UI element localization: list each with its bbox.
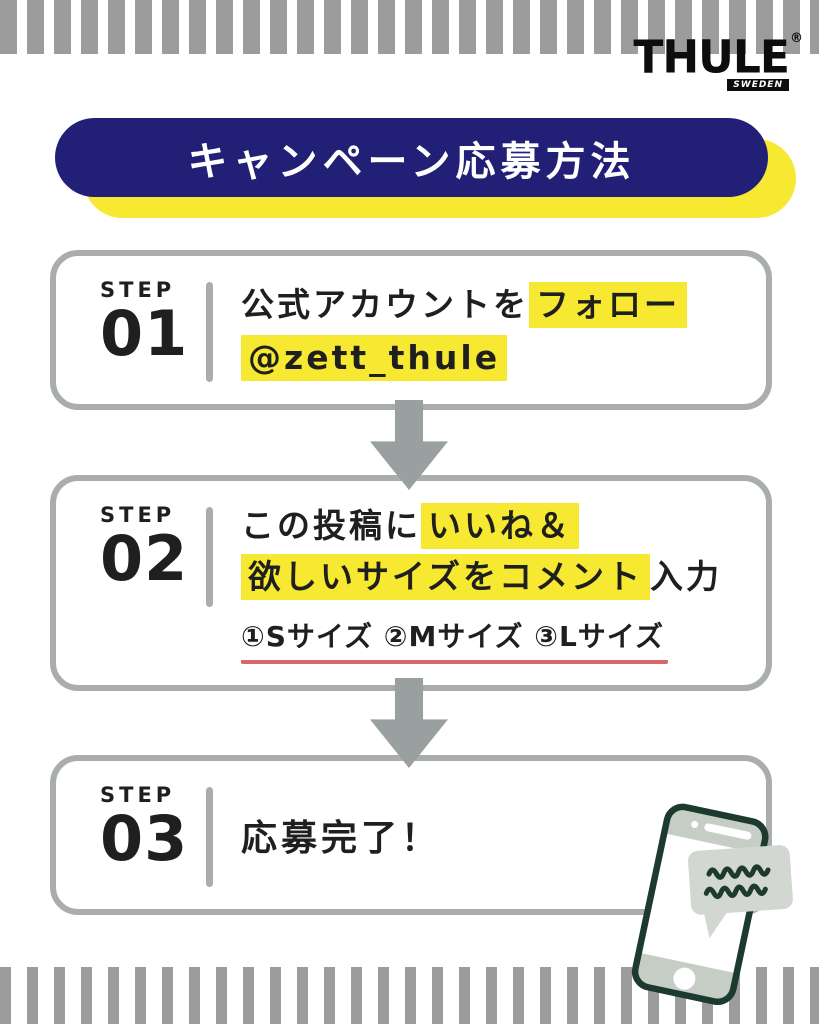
- step-1-card: STEP 01 公式アカウントをフォロー @zett_thule: [50, 250, 772, 410]
- step-3-number: 03: [100, 802, 189, 875]
- step-2-line-1: この投稿にいいね＆: [241, 503, 722, 549]
- step-3-line-1: 応募完了！: [241, 818, 442, 859]
- thule-logo-text: THULE: [633, 30, 790, 85]
- step-1-follow-highlight: フォロー: [529, 282, 687, 328]
- squiggle-text-line: [703, 883, 768, 900]
- step-2-divider: [206, 507, 213, 607]
- title-banner-pill: キャンペーン応募方法: [55, 118, 768, 197]
- thule-logo: THULE ® SWEDEN: [633, 30, 803, 91]
- step-2-label: STEP: [100, 503, 176, 527]
- step-3-label: STEP: [100, 783, 176, 807]
- step-2-number: 02: [100, 522, 189, 595]
- title-banner: キャンペーン応募方法: [55, 118, 796, 218]
- step-3-badge: STEP 03: [56, 761, 206, 909]
- registered-trademark-icon: ®: [790, 31, 803, 46]
- step-2-content: この投稿にいいね＆ 欲しいサイズをコメント入力 ①Sサイズ ②Mサイズ ③Lサイ…: [241, 481, 722, 685]
- step-1-badge: STEP 01: [56, 256, 206, 404]
- step-1-label: STEP: [100, 278, 176, 302]
- chat-bubble-icon: [688, 845, 793, 939]
- squiggle-text-line: [706, 864, 771, 880]
- step-2-line-1-plain: この投稿に: [241, 506, 421, 545]
- step-2-line-2: 欲しいサイズをコメント入力: [241, 553, 723, 600]
- step-1-line-1: 公式アカウントをフォロー: [241, 282, 687, 328]
- step-1-line-1-plain: 公式アカウントを: [241, 285, 529, 324]
- thule-logo-sweden-label: SWEDEN: [727, 79, 789, 91]
- step-2-card: STEP 02 この投稿にいいね＆ 欲しいサイズをコメント入力 ①Sサイズ ②M…: [50, 475, 772, 691]
- page-title: キャンペーン応募方法: [187, 138, 636, 185]
- step-2-like-highlight: いいね＆: [421, 503, 579, 549]
- step-2-line-2-suffix: 入力: [650, 556, 723, 596]
- step-1-content: 公式アカウントをフォロー @zett_thule: [241, 256, 687, 404]
- step-3-divider: [206, 787, 213, 887]
- step-2-comment-highlight: 欲しいサイズをコメント: [241, 553, 651, 600]
- step-1-line-2: @zett_thule: [241, 334, 687, 381]
- step-2-size-options: ①Sサイズ ②Mサイズ ③Lサイズ: [241, 615, 668, 664]
- step-2-badge: STEP 02: [56, 481, 206, 685]
- striped-border-top: [0, 0, 819, 54]
- step-1-number: 01: [100, 297, 189, 370]
- step-1-account-handle: @zett_thule: [241, 334, 508, 381]
- step-3-content: 応募完了！: [241, 761, 441, 909]
- step-1-divider: [206, 282, 213, 382]
- phone-chat-illustration: [631, 803, 793, 1005]
